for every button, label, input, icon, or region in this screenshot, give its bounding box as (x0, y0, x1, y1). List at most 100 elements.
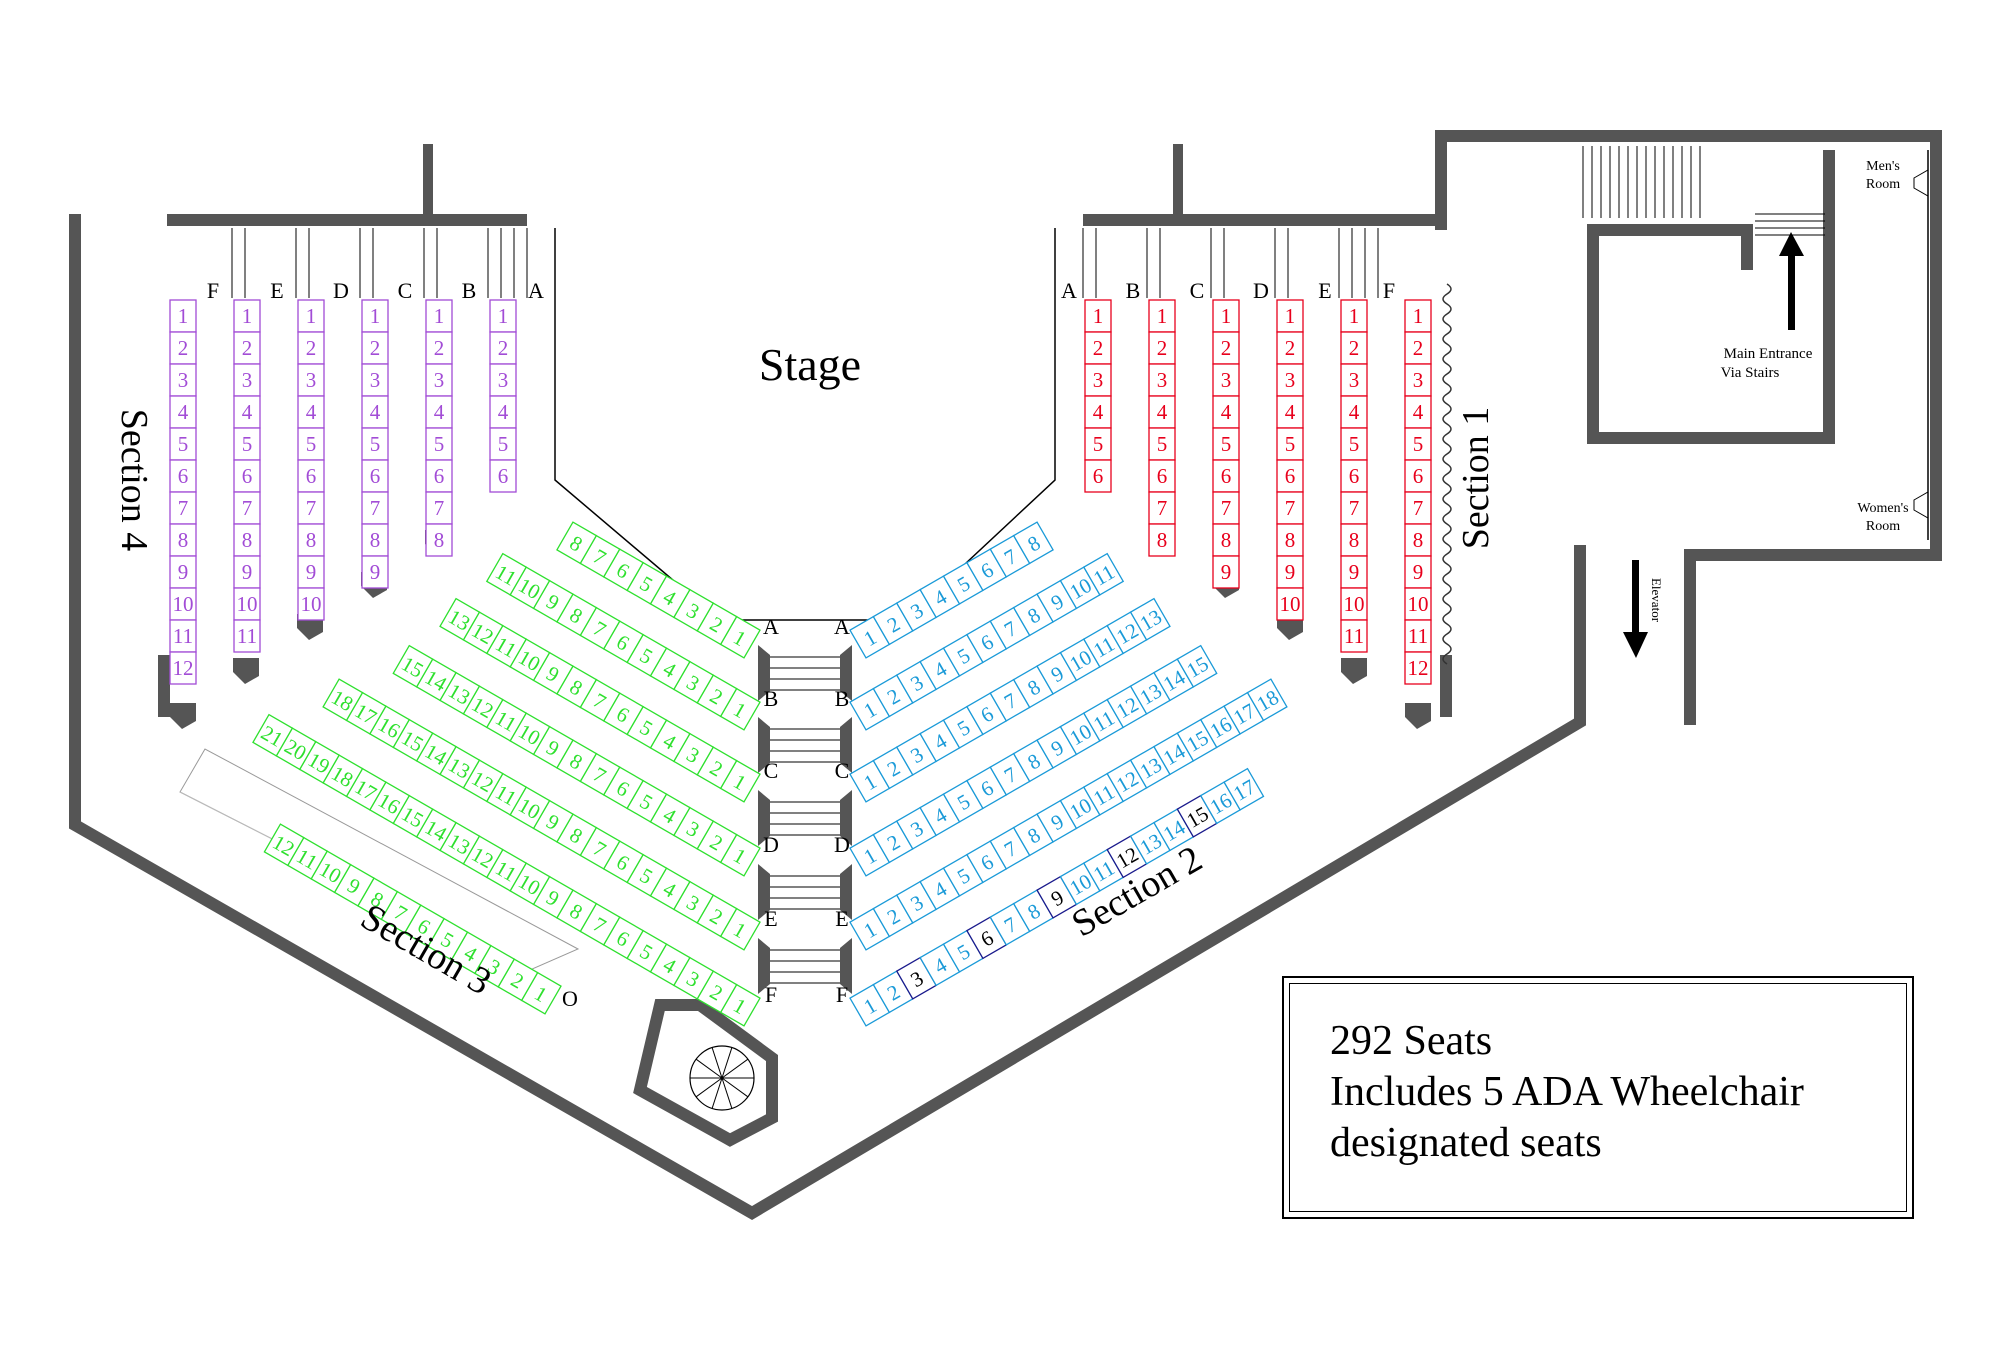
seat[interactable]: 4 (361, 395, 389, 429)
seat[interactable]: 4 (233, 395, 261, 429)
seat[interactable]: 3 (1084, 363, 1112, 397)
seat[interactable]: 10 (1059, 786, 1101, 830)
seat[interactable]: 3 (489, 363, 517, 397)
seat[interactable]: 1 (1340, 299, 1368, 333)
seat[interactable]: 8 (1276, 523, 1304, 557)
seat[interactable]: 1 (719, 907, 761, 951)
seat[interactable]: 2 (425, 331, 453, 365)
seat[interactable]: 3 (895, 732, 938, 776)
seat[interactable]: 9 (233, 555, 261, 589)
seat[interactable]: 5 (1148, 427, 1176, 461)
seat[interactable]: 4 (649, 867, 691, 911)
seat[interactable]: 7 (989, 826, 1031, 870)
seat[interactable]: 4 (1276, 395, 1304, 429)
seat[interactable]: 7 (989, 606, 1031, 650)
seat[interactable]: 6 (1340, 459, 1368, 493)
seat[interactable]: 3 (672, 956, 715, 1000)
seat[interactable]: 5 (1404, 427, 1432, 461)
seat[interactable]: 7 (1212, 491, 1240, 525)
seat[interactable]: 8 (1012, 665, 1054, 709)
seat[interactable]: 2 (696, 820, 738, 864)
seat[interactable]: 1 (233, 299, 261, 333)
seat[interactable]: 3 (1276, 363, 1304, 397)
seat[interactable]: 2 (1148, 331, 1176, 365)
seat[interactable]: 2 (872, 820, 914, 864)
seat[interactable]: 2 (489, 331, 517, 365)
seat[interactable]: 5 (942, 853, 984, 897)
seat[interactable]: 4 (649, 943, 691, 987)
seat[interactable]: 9 (1340, 555, 1368, 589)
seat[interactable]: 1 (719, 833, 761, 877)
seat[interactable]: 9 (1404, 555, 1432, 589)
seat[interactable]: 11 (169, 619, 197, 653)
seat[interactable]: 21 (252, 713, 294, 757)
seat[interactable]: 2 (872, 970, 914, 1014)
seat[interactable]: 4 (425, 395, 453, 429)
seat[interactable]: 3 (1148, 363, 1176, 397)
seat[interactable]: 6 (1212, 459, 1240, 493)
seat[interactable]: 9 (297, 555, 325, 589)
ada-seat[interactable]: 6 (966, 916, 1008, 960)
seat[interactable]: 11 (233, 619, 261, 653)
seat[interactable]: 13 (1129, 597, 1171, 641)
ada-seat[interactable]: 3 (895, 956, 938, 1000)
seat[interactable]: 8 (361, 523, 389, 557)
seat[interactable]: 10 (1404, 587, 1432, 621)
seat[interactable]: 7 (1340, 491, 1368, 525)
seat[interactable]: 7 (233, 491, 261, 525)
seat[interactable]: 2 (233, 331, 261, 365)
seat[interactable]: 4 (1148, 395, 1176, 429)
seat[interactable]: 4 (1212, 395, 1240, 429)
seat[interactable]: 11 (1404, 619, 1432, 653)
seat[interactable]: 11 (485, 552, 528, 596)
seat[interactable]: 5 (489, 427, 517, 461)
seat[interactable]: 12 (1404, 651, 1432, 685)
seat[interactable]: 4 (1084, 395, 1112, 429)
seat[interactable]: 1 (169, 299, 197, 333)
seat[interactable]: 9 (532, 579, 574, 623)
seat[interactable]: 1 (719, 759, 761, 803)
seat[interactable]: 13 (439, 745, 481, 789)
seat[interactable]: 5 (1212, 427, 1240, 461)
seat[interactable]: 3 (297, 363, 325, 397)
seat[interactable]: 6 (602, 840, 644, 884)
seat[interactable]: 9 (532, 651, 574, 695)
seat[interactable]: 18 (1246, 678, 1288, 722)
seat[interactable]: 9 (1036, 725, 1078, 769)
seat[interactable]: 8 (1404, 523, 1432, 557)
seat[interactable]: 11 (1082, 552, 1125, 596)
seat[interactable]: 9 (169, 555, 197, 589)
seat[interactable]: 2 (169, 331, 197, 365)
seat[interactable]: 7 (380, 890, 422, 934)
seat[interactable]: 1 (425, 299, 453, 333)
seat[interactable]: 7 (297, 491, 325, 525)
seat[interactable]: 10 (509, 638, 551, 682)
seat[interactable]: 6 (297, 459, 325, 493)
seat[interactable]: 2 (872, 674, 914, 718)
seat[interactable]: 3 (233, 363, 261, 397)
seat[interactable]: 1 (849, 907, 891, 951)
seat[interactable]: 1 (849, 759, 891, 803)
seat[interactable]: 7 (425, 491, 453, 525)
seat[interactable]: 5 (626, 705, 668, 749)
seat[interactable]: 3 (1212, 363, 1240, 397)
seat[interactable]: 12 (169, 651, 197, 685)
seat[interactable]: 7 (579, 606, 621, 650)
seat[interactable]: 2 (872, 894, 914, 938)
seat[interactable]: 9 (361, 555, 389, 589)
seat[interactable]: 6 (966, 620, 1008, 664)
seat[interactable]: 5 (233, 427, 261, 461)
seat[interactable]: 9 (532, 725, 574, 769)
seat[interactable]: 2 (696, 602, 738, 646)
seat[interactable]: 10 (1059, 638, 1101, 682)
seat[interactable]: 3 (672, 732, 715, 776)
seat[interactable]: 6 (425, 459, 453, 493)
seat[interactable]: 15 (392, 644, 434, 688)
seat[interactable]: 5 (942, 633, 984, 677)
seat[interactable]: 5 (169, 427, 197, 461)
seat[interactable]: 9 (1036, 651, 1078, 695)
seat[interactable]: 10 (1276, 587, 1304, 621)
seat[interactable]: 1 (297, 299, 325, 333)
seat[interactable]: 9 (1276, 555, 1304, 589)
seat[interactable]: 9 (1212, 555, 1240, 589)
